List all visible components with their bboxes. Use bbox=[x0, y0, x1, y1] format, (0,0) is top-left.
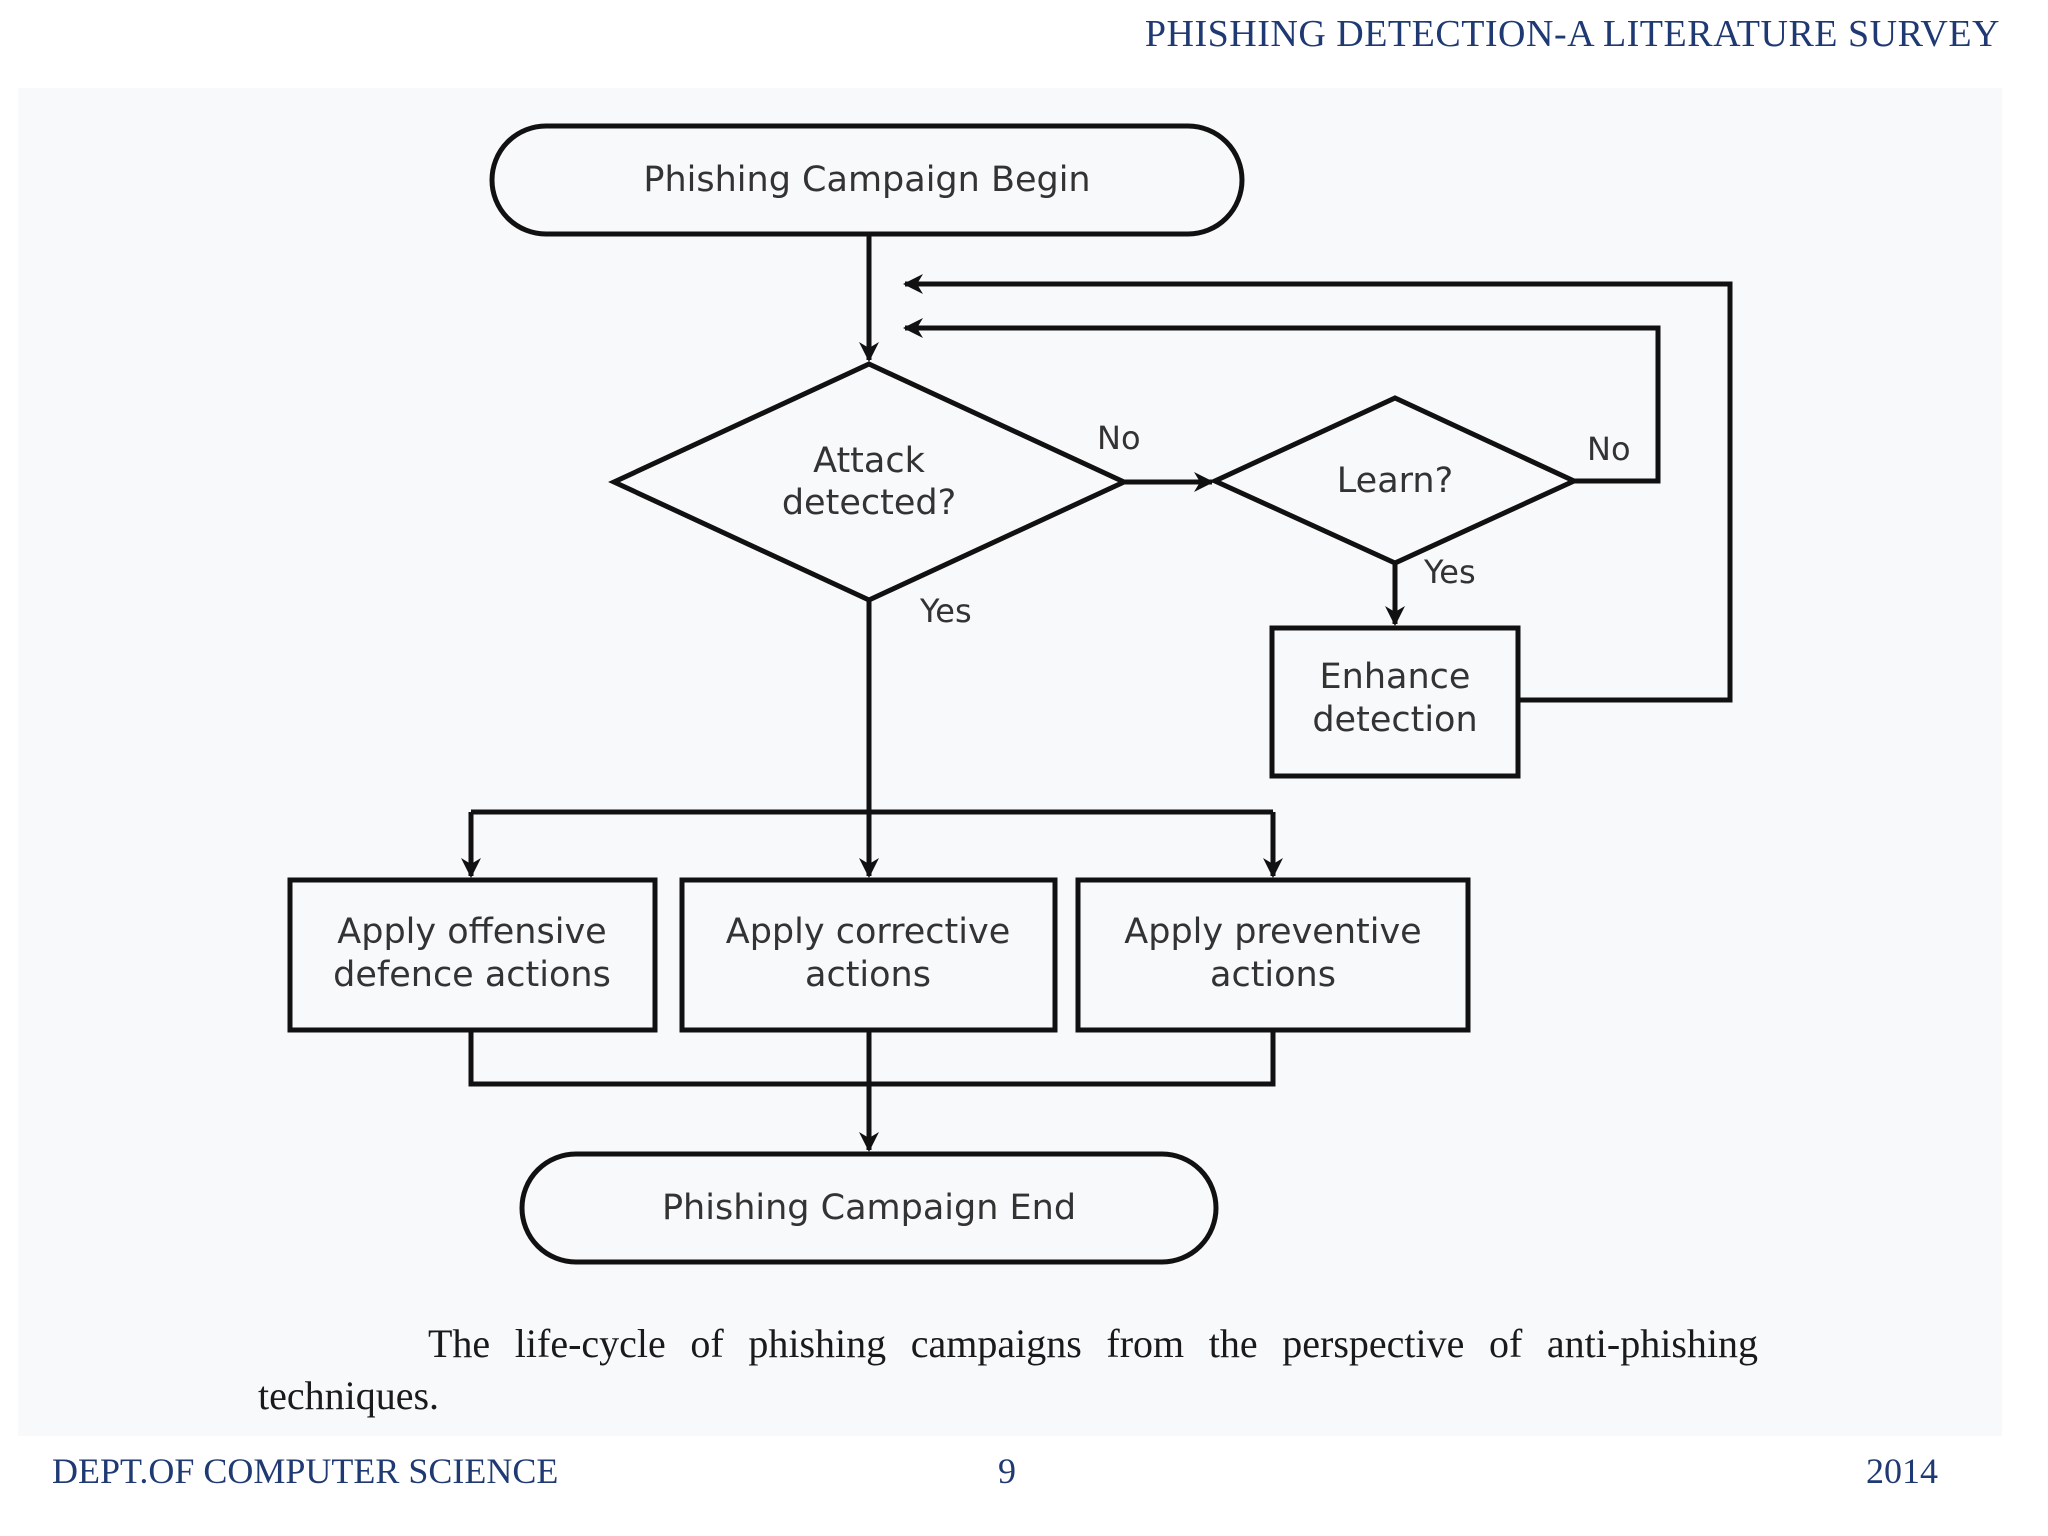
footer-year: 2014 bbox=[1866, 1451, 1938, 1491]
figure-caption: The life-cycle of phishing campaigns fro… bbox=[258, 1321, 1758, 1418]
enhance-label-line2: detection bbox=[1312, 700, 1477, 740]
attack-label-line2: detected? bbox=[782, 483, 956, 523]
offensive-label-line2: defence actions bbox=[333, 955, 611, 995]
figure-panel bbox=[18, 88, 2002, 1436]
learn-label: Learn? bbox=[1337, 461, 1453, 501]
start-label: Phishing Campaign Begin bbox=[643, 160, 1090, 200]
learn-no-label: No bbox=[1587, 430, 1631, 468]
end-label: Phishing Campaign End bbox=[662, 1188, 1076, 1228]
enhance-loop-arrow bbox=[903, 274, 1733, 703]
merge-bar-line bbox=[468, 1030, 1276, 1087]
attack-label-line1: Attack bbox=[813, 441, 925, 481]
learn-no-loop-arrow bbox=[903, 318, 1661, 484]
attack-yes-label: Yes bbox=[919, 592, 972, 630]
corrective-label-line1: Apply corrective bbox=[726, 912, 1010, 952]
offensive-label-line1: Apply offensive bbox=[337, 912, 606, 952]
enhance-label-line1: Enhance bbox=[1320, 657, 1471, 697]
end-terminator bbox=[519, 1151, 1219, 1265]
corrective-label-line2: actions bbox=[805, 955, 931, 995]
slide-title: PHISHING DETECTION-A LITERATURE SURVEY bbox=[1144, 13, 2000, 55]
learn-yes-label: Yes bbox=[1423, 553, 1476, 591]
page-number: 9 bbox=[998, 1451, 1016, 1491]
footer-department: DEPT.OF COMPUTER SCIENCE bbox=[52, 1451, 559, 1491]
preventive-label-line2: actions bbox=[1210, 955, 1336, 995]
attack-no-label: No bbox=[1097, 419, 1141, 457]
attack-detected-diamond bbox=[608, 361, 1130, 603]
preventive-label-line1: Apply preventive bbox=[1124, 912, 1421, 952]
